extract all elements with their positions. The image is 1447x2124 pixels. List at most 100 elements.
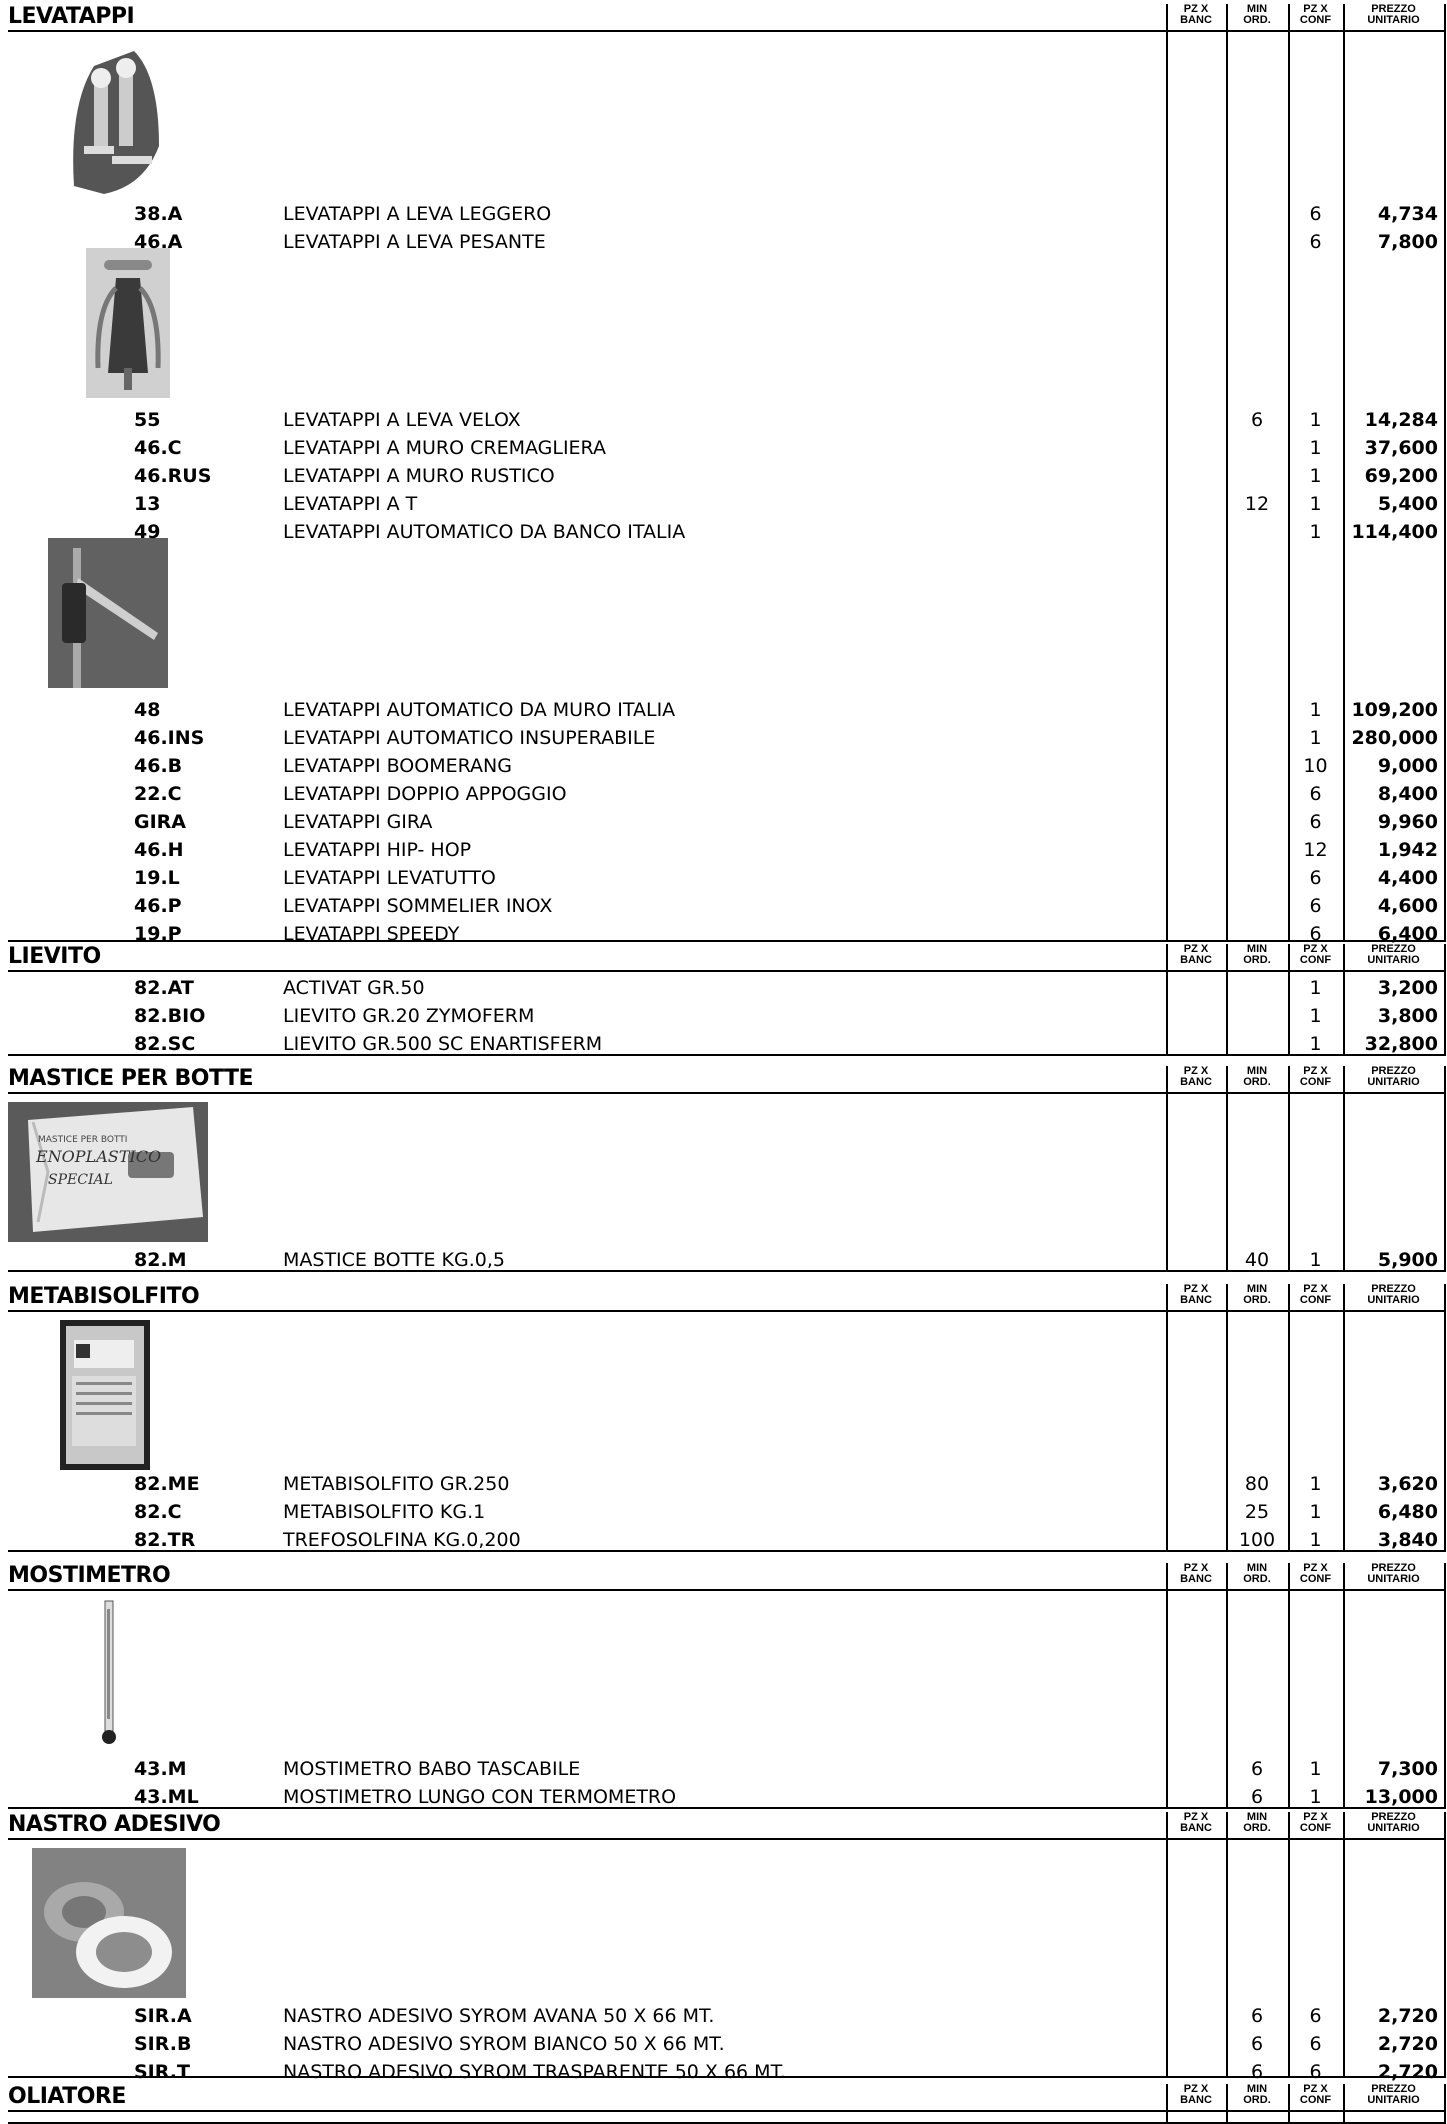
header-line: UNITARIO (1367, 953, 1420, 966)
product-code: 82.ME (134, 1473, 200, 1495)
header-line: UNITARIO (1367, 13, 1420, 26)
product-description: LEVATAPPI HIP- HOP (283, 839, 472, 861)
product-description: MASTICE BOTTE KG.0,5 (283, 1249, 505, 1271)
product-code: 82.TR (134, 1529, 196, 1551)
header-line: PREZZO (1371, 943, 1416, 955)
column-rule (1166, 1284, 1168, 1550)
unit-price: 3,200 (1377, 977, 1438, 999)
header-line: MIN (1246, 1562, 1268, 1574)
product-code: 19.P (134, 923, 182, 945)
column-rule (1166, 1812, 1168, 2076)
hydrometer-photo-art (94, 1599, 124, 1751)
product-description: LEVATAPPI SOMMELIER INOX (283, 895, 553, 917)
min-order-qty: 25 (1244, 1501, 1270, 1523)
unit-price: 1,942 (1377, 839, 1438, 861)
min-order-qty: 100 (1238, 1529, 1276, 1551)
product-description: LEVATAPPI GIRA (283, 811, 433, 833)
product-code: SIR.T (134, 2061, 190, 2083)
unit-price: 3,800 (1377, 1005, 1438, 1027)
product-description: LEVATAPPI BOOMERANG (283, 755, 512, 777)
column-rule (1288, 4, 1290, 940)
pieces-per-pack: 6 (1309, 2033, 1322, 2055)
unit-price: 32,800 (1364, 1033, 1438, 1055)
product-code: 46.P (134, 895, 182, 917)
header-line: PREZZO (1371, 1811, 1416, 1823)
header-line: UNITARIO (1367, 1075, 1420, 1088)
header-line: PZ X (1303, 943, 1328, 955)
column-rule (1444, 1284, 1446, 1550)
min-order-qty: 40 (1244, 1249, 1270, 1271)
section-title-underline (8, 1589, 1444, 1591)
header-line: ORD. (1243, 953, 1271, 966)
pieces-per-pack: 1 (1309, 493, 1322, 515)
header-line: PZ X (1303, 2083, 1328, 2095)
header-line: PREZZO (1371, 2083, 1416, 2095)
unit-price: 114,400 (1351, 521, 1438, 543)
column-rule (1166, 1563, 1168, 1807)
column-rule (1166, 4, 1168, 940)
box-label-2: ENOPLASTICO (35, 1147, 161, 1166)
column-rule (1288, 1066, 1290, 1270)
product-description: LEVATAPPI A MURO RUSTICO (283, 465, 555, 487)
unit-price: 9,960 (1377, 811, 1438, 833)
column-rule (1444, 1812, 1446, 2076)
column-rule (1444, 944, 1446, 1054)
header-line: UNITARIO (1367, 1821, 1420, 1834)
unit-price: 3,840 (1377, 1529, 1438, 1551)
header-line: BANC (1180, 1821, 1212, 1834)
product-code: 43.M (134, 1758, 187, 1780)
section-title-underline (8, 1838, 1444, 1840)
product-description: LEVATAPPI A MURO CREMAGLIERA (283, 437, 606, 459)
header-line: PZ X (1303, 1562, 1328, 1574)
header-line: CONF (1299, 1075, 1332, 1088)
unit-price: 8,400 (1377, 783, 1438, 805)
header-line: BANC (1180, 1293, 1212, 1306)
column-rule (1444, 4, 1446, 940)
product-description: LEVATAPPI LEVATUTTO (283, 867, 496, 889)
pieces-per-pack: 1 (1309, 977, 1322, 999)
product-code: 48 (134, 699, 161, 721)
section-title: MOSTIMETRO (8, 1563, 171, 1588)
header-line: BANC (1180, 2093, 1212, 2106)
header-line: PREZZO (1371, 1562, 1416, 1574)
putty-box-photo-art: MASTICE PER BOTTI ENOPLASTICO SPECIAL (8, 1102, 208, 1242)
section-title-underline (8, 2110, 1444, 2112)
header-line: PZ X (1303, 1283, 1328, 1295)
header-line: BANC (1180, 953, 1212, 966)
column-rule (1288, 1812, 1290, 2076)
column-rule (1444, 1066, 1446, 1270)
pieces-per-pack: 1 (1309, 727, 1322, 749)
header-line: UNITARIO (1367, 2093, 1420, 2106)
product-description: LEVATAPPI DOPPIO APPOGGIO (283, 783, 567, 805)
product-code: SIR.B (134, 2033, 192, 2055)
header-line: PREZZO (1371, 1065, 1416, 1077)
unit-price: 109,200 (1351, 699, 1438, 721)
column-rule (1226, 1563, 1228, 1807)
section-title: MASTICE PER BOTTE (8, 1066, 254, 1091)
product-description: METABISOLFITO GR.250 (283, 1473, 510, 1495)
pieces-per-pack: 1 (1309, 465, 1322, 487)
pieces-per-pack: 6 (1309, 231, 1322, 253)
product-code: 19.L (134, 867, 180, 889)
header-line: PREZZO (1371, 1283, 1416, 1295)
